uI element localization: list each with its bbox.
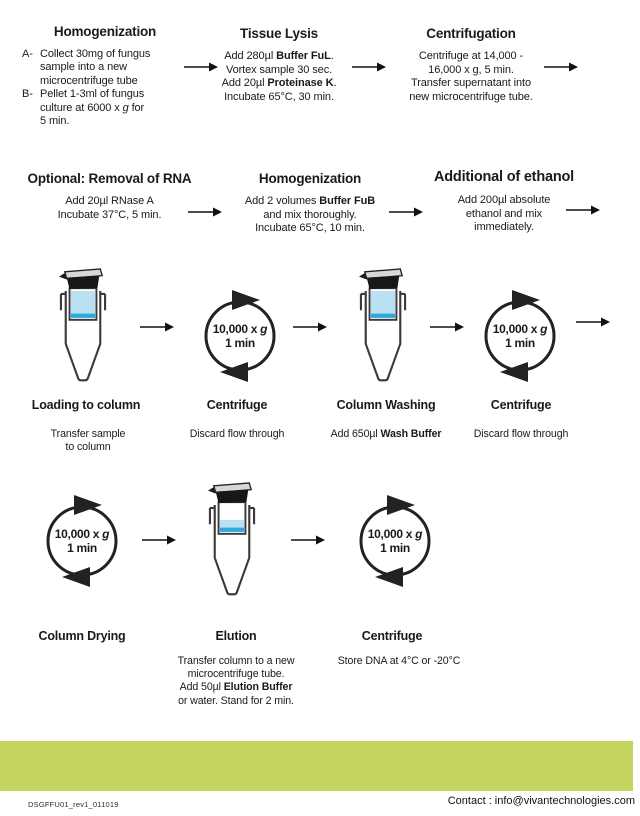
spin-column-tube-icon xyxy=(359,268,407,382)
step-centrifugation-1: Centrifugation Centrifuge at 14,000 -16,… xyxy=(394,26,548,104)
step-title: Tissue Lysis xyxy=(240,26,318,41)
step-title: Homogenization xyxy=(53,24,157,39)
elution-column-tube-icon xyxy=(208,482,256,596)
flow-arrow-icon xyxy=(389,207,423,217)
step-rna-removal: Optional: Removal of RNA Add 20µl RNase … xyxy=(12,171,207,222)
flow-arrow-icon xyxy=(291,535,325,545)
stage-desc-storage: Store DNA at 4°C or -20°C xyxy=(337,655,461,667)
stage-desc-centrifuge-1: Discard flow through xyxy=(189,428,285,440)
flow-arrow-icon xyxy=(184,62,218,72)
flow-arrow-icon xyxy=(576,317,610,327)
centrifuge-spin-icon: 10,000 x g 1 min xyxy=(351,492,439,588)
stage-title-centrifuge-2: Centrifuge xyxy=(490,398,552,412)
step-title: Homogenization xyxy=(258,171,362,186)
flow-arrow-icon xyxy=(544,62,578,72)
spin-speed-label: 10,000 x g 1 min xyxy=(476,287,564,383)
list-item-prefix: A- xyxy=(22,48,33,60)
spin-speed: 10,000 x g xyxy=(54,527,110,541)
flow-arrow-icon xyxy=(140,322,174,332)
stage-title-loading: Loading to column xyxy=(31,398,141,412)
centrifuge-spin-icon: 10,000 x g 1 min xyxy=(196,287,284,383)
flow-arrow-icon xyxy=(293,322,327,332)
stage-desc-centrifuge-2: Discard flow through xyxy=(473,428,569,440)
spin-speed-label: 10,000 x g 1 min xyxy=(38,492,126,588)
stage-title-centrifuge-1: Centrifuge xyxy=(206,398,268,412)
spin-speed: 10,000 x g xyxy=(212,322,268,336)
flow-arrow-icon xyxy=(566,205,600,215)
contact-info: Contact : info@vivantechnologies.com xyxy=(447,795,635,807)
step-body: Centrifuge at 14,000 -16,000 x g, 5 min.… xyxy=(409,50,533,103)
footer-accent-bar xyxy=(0,741,633,791)
step-tissue-lysis: Tissue Lysis Add 280µl Buffer FuL.Vortex… xyxy=(206,26,352,104)
step-title: Centrifugation xyxy=(426,26,516,41)
flow-arrow-icon xyxy=(430,322,464,332)
spin-speed-label: 10,000 x g 1 min xyxy=(351,492,439,588)
flow-arrow-icon xyxy=(188,207,222,217)
step-body: Add 280µl Buffer FuL.Vortex sample 30 se… xyxy=(221,50,337,103)
spin-speed-label: 10,000 x g 1 min xyxy=(196,287,284,383)
spin-circle-icon xyxy=(484,290,556,382)
spin-time: 1 min xyxy=(67,541,97,555)
centrifuge-spin-icon: 10,000 x g 1 min xyxy=(476,287,564,383)
flow-arrow-icon xyxy=(352,62,386,72)
spin-time: 1 min xyxy=(505,336,535,350)
list-item-prefix: B- xyxy=(22,88,33,101)
step-ethanol-addition: Additional of ethanol Add 200µl absolute… xyxy=(424,169,584,235)
spin-time: 1 min xyxy=(380,541,410,555)
flow-arrow-icon xyxy=(142,535,176,545)
stage-title-elution: Elution xyxy=(215,629,257,643)
spin-circle-icon xyxy=(204,290,276,382)
spin-circle-icon xyxy=(46,495,118,587)
spin-column-tube-icon xyxy=(59,268,107,382)
stage-title-washing: Column Washing xyxy=(336,398,436,412)
stage-desc-washing: Add 650µl Wash Buffer xyxy=(330,428,442,440)
spin-circle-icon xyxy=(359,495,431,587)
step-title: Optional: Removal of RNA xyxy=(27,171,192,186)
spin-speed: 10,000 x g xyxy=(367,527,423,541)
centrifuge-spin-icon: 10,000 x g 1 min xyxy=(38,492,126,588)
spin-speed: 10,000 x g xyxy=(492,322,548,336)
doc-code: DSGFFU01_rev1_011019 xyxy=(28,800,119,809)
spin-time: 1 min xyxy=(225,336,255,350)
stage-title-centrifuge-3: Centrifuge xyxy=(361,629,423,643)
stage-title-drying: Column Drying xyxy=(38,629,126,643)
step-title: Additional of ethanol xyxy=(434,169,574,185)
